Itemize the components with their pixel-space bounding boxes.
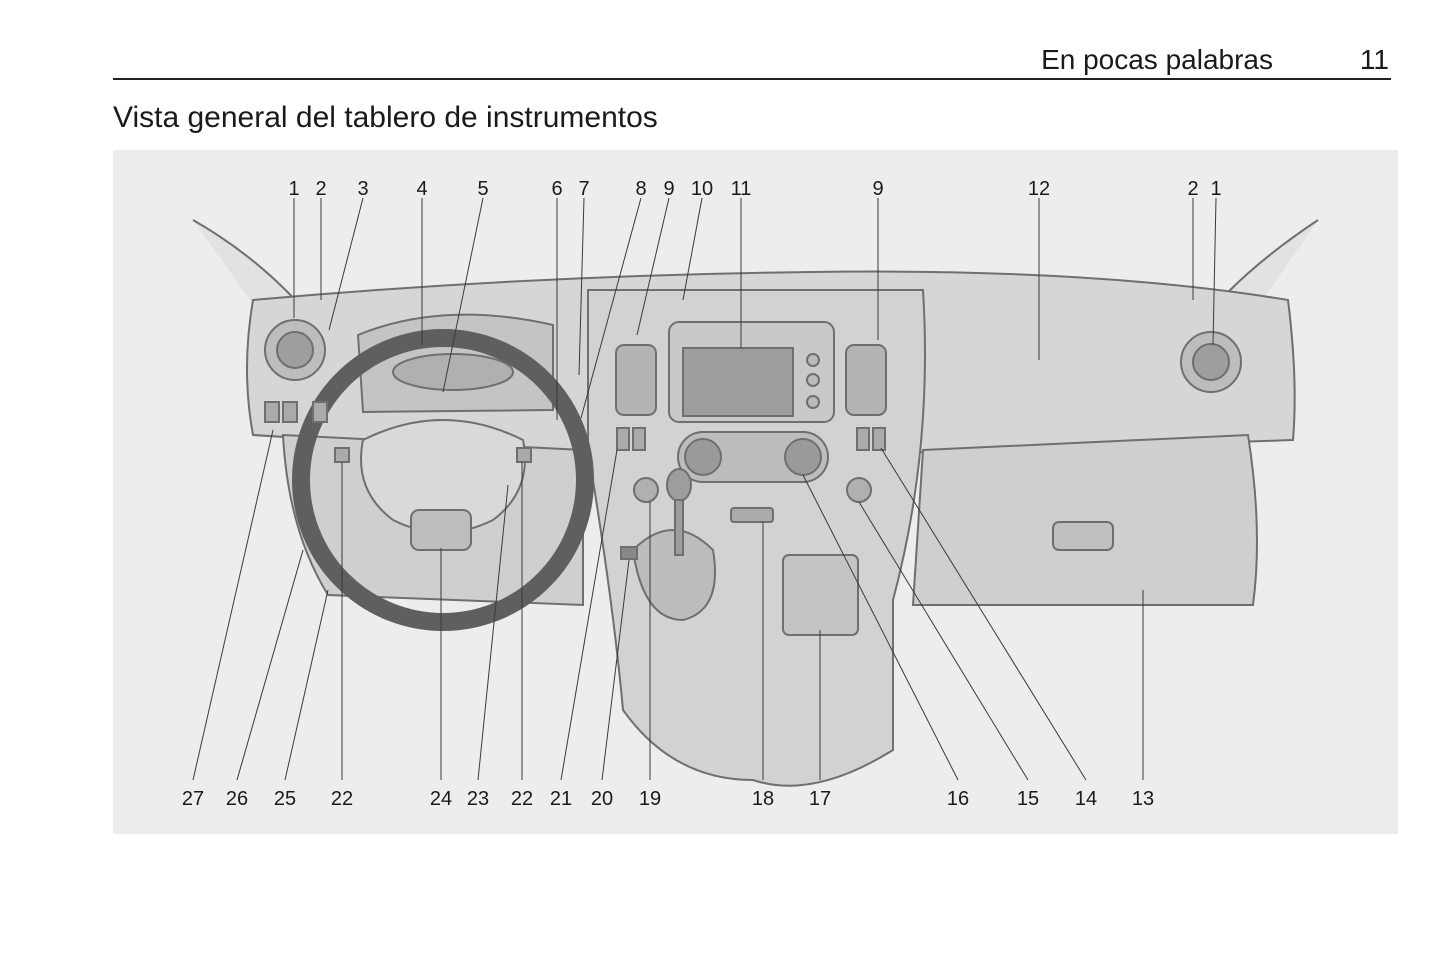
callouts-bottom: 27 26 25 22 24 23 22 21 20 19 18 17 16 15 14 13 xyxy=(182,788,1154,810)
callout-top-7: 7 xyxy=(578,178,589,200)
callout-bottom-21: 21 xyxy=(550,788,572,810)
page-header: En pocas palabras 11 xyxy=(113,40,1391,80)
callout-top-10: 10 xyxy=(691,178,713,200)
callout-bottom-16: 16 xyxy=(947,788,969,810)
callout-bottom-14: 14 xyxy=(1075,788,1097,810)
callout-bottom-13: 13 xyxy=(1132,788,1154,810)
callout-bottom-26: 26 xyxy=(226,788,248,810)
callout-top-9: 9 xyxy=(663,178,674,200)
page-number: 11 xyxy=(1359,44,1389,75)
callout-top-2: 2 xyxy=(1187,178,1198,200)
callout-top-12: 12 xyxy=(1028,178,1050,200)
callout-top-1: 1 xyxy=(1210,178,1221,200)
callout-top-6: 6 xyxy=(551,178,562,200)
callout-bottom-24: 24 xyxy=(430,788,452,810)
callout-top-1: 1 xyxy=(288,178,299,200)
callout-bottom-15: 15 xyxy=(1017,788,1039,810)
callout-top-3: 3 xyxy=(357,178,368,200)
callout-top-11: 11 xyxy=(731,178,752,200)
callout-top-8: 8 xyxy=(635,178,646,200)
callout-bottom-22: 22 xyxy=(511,788,533,810)
callout-top-9: 9 xyxy=(872,178,883,200)
callout-bottom-17: 17 xyxy=(809,788,831,810)
callout-top-5: 5 xyxy=(477,178,488,200)
callout-top-4: 4 xyxy=(416,178,427,200)
callout-bottom-27: 27 xyxy=(182,788,204,810)
callout-bottom-22: 22 xyxy=(331,788,353,810)
callout-bottom-25: 25 xyxy=(274,788,296,810)
chapter-title: En pocas palabras xyxy=(1041,44,1273,75)
section-title: Vista general del tablero de instrumento… xyxy=(113,101,658,134)
callout-bottom-18: 18 xyxy=(752,788,774,810)
callout-top-2: 2 xyxy=(315,178,326,200)
callout-bottom-19: 19 xyxy=(639,788,661,810)
callout-bottom-20: 20 xyxy=(591,788,613,810)
callout-bottom-23: 23 xyxy=(467,788,489,810)
